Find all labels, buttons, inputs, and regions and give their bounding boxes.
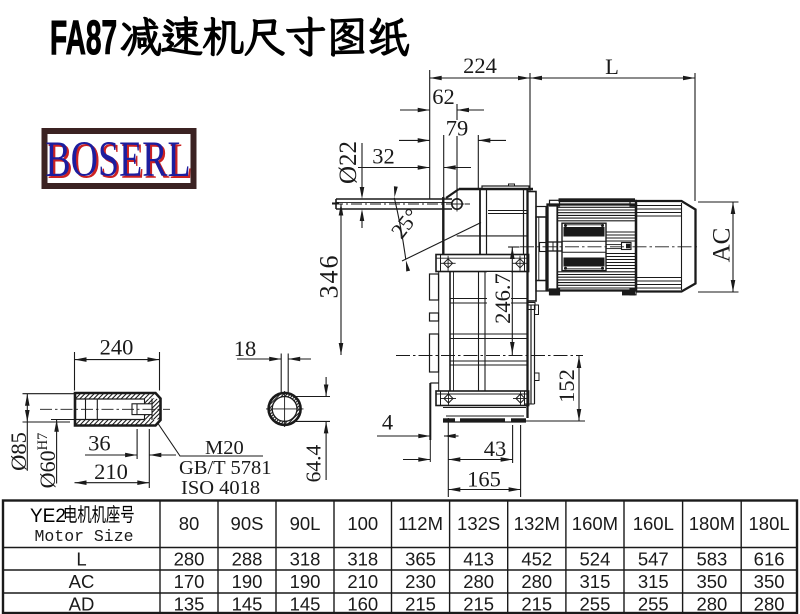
- svg-text:170: 170: [174, 571, 205, 592]
- svg-text:180M: 180M: [689, 513, 735, 534]
- svg-text:215: 215: [521, 594, 552, 614]
- svg-text:346: 346: [315, 254, 344, 299]
- svg-text:255: 255: [638, 594, 669, 614]
- svg-text:62: 62: [432, 84, 455, 109]
- svg-text:145: 145: [232, 594, 263, 614]
- svg-text:524: 524: [580, 549, 611, 570]
- svg-text:90L: 90L: [290, 513, 321, 534]
- svg-text:318: 318: [347, 549, 378, 570]
- svg-text:ISO 4018: ISO 4018: [181, 477, 260, 499]
- svg-text:152: 152: [554, 369, 579, 403]
- svg-text:160: 160: [347, 594, 378, 614]
- svg-text:210: 210: [347, 571, 378, 592]
- svg-text:280: 280: [463, 571, 494, 592]
- svg-text:160L: 160L: [633, 513, 674, 534]
- svg-text:18: 18: [234, 336, 257, 361]
- svg-text:165: 165: [467, 467, 501, 492]
- svg-text:616: 616: [754, 549, 785, 570]
- svg-text:215: 215: [463, 594, 494, 614]
- svg-text:80: 80: [179, 513, 200, 534]
- svg-text:190: 190: [232, 571, 263, 592]
- svg-text:280: 280: [696, 594, 727, 614]
- svg-text:Ø22: Ø22: [335, 141, 362, 184]
- svg-text:280: 280: [754, 594, 785, 614]
- svg-text:BOSERL: BOSERL: [45, 131, 190, 188]
- svg-text:190: 190: [290, 571, 321, 592]
- svg-text:BOSERL: BOSERL: [48, 133, 193, 190]
- svg-text:43: 43: [484, 436, 507, 461]
- svg-text:32: 32: [372, 144, 395, 169]
- svg-text:145: 145: [290, 594, 321, 614]
- svg-text:350: 350: [696, 571, 727, 592]
- svg-text:315: 315: [638, 571, 669, 592]
- svg-text:L: L: [605, 54, 619, 79]
- svg-text:64.4: 64.4: [302, 444, 326, 482]
- svg-text:132M: 132M: [514, 513, 560, 534]
- svg-text:240: 240: [100, 335, 134, 360]
- svg-text:AD: AD: [69, 594, 95, 614]
- svg-text:280: 280: [174, 549, 205, 570]
- svg-text:100: 100: [347, 513, 378, 534]
- svg-text:230: 230: [405, 571, 436, 592]
- svg-text:M20: M20: [205, 437, 244, 459]
- svg-text:AC: AC: [709, 228, 736, 263]
- svg-text:FA87: FA87: [50, 11, 117, 65]
- svg-text:350: 350: [754, 571, 785, 592]
- svg-text:452: 452: [521, 549, 552, 570]
- svg-text:413: 413: [463, 549, 494, 570]
- svg-text:180L: 180L: [749, 513, 790, 534]
- svg-text:AC: AC: [69, 571, 95, 592]
- svg-text:255: 255: [580, 594, 611, 614]
- svg-text:318: 318: [290, 549, 321, 570]
- svg-text:224: 224: [463, 53, 497, 78]
- svg-text:GB/T 5781: GB/T 5781: [179, 457, 271, 479]
- svg-text:132S: 132S: [457, 513, 500, 534]
- svg-text:36: 36: [88, 431, 111, 456]
- svg-text:4: 4: [382, 410, 393, 435]
- svg-text:365: 365: [405, 549, 436, 570]
- svg-text:210: 210: [94, 459, 128, 484]
- svg-text:Ø85: Ø85: [6, 432, 31, 471]
- svg-text:90S: 90S: [231, 513, 264, 534]
- svg-text:Motor Size: Motor Size: [34, 527, 133, 546]
- svg-text:79: 79: [446, 116, 469, 141]
- svg-text:YE2: YE2: [30, 506, 66, 527]
- svg-text:315: 315: [580, 571, 611, 592]
- svg-text:583: 583: [696, 549, 727, 570]
- svg-text:215: 215: [405, 594, 436, 614]
- svg-text:280: 280: [521, 571, 552, 592]
- svg-text:112M: 112M: [398, 513, 443, 534]
- svg-text:288: 288: [232, 549, 263, 570]
- svg-text:547: 547: [638, 549, 669, 570]
- svg-text:L: L: [76, 549, 86, 570]
- svg-text:135: 135: [174, 594, 205, 614]
- svg-text:160M: 160M: [572, 513, 618, 534]
- svg-text:246.7: 246.7: [490, 273, 515, 324]
